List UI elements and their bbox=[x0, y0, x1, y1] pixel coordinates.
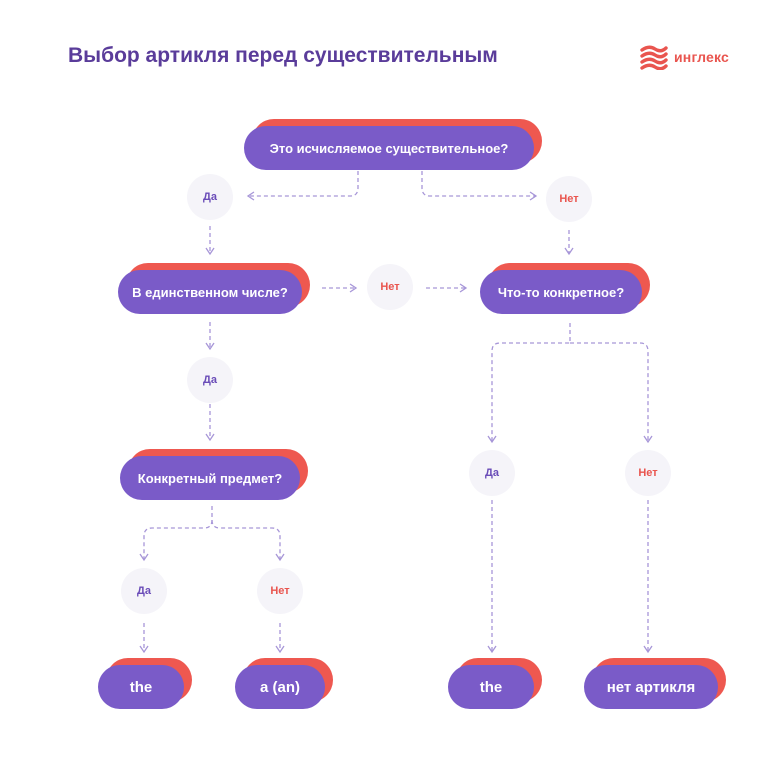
answer-object-yes: Да bbox=[121, 568, 167, 614]
result-the-right-label: the bbox=[479, 678, 503, 696]
answer-countable-no: Нет bbox=[546, 176, 592, 222]
answer-countable-yes: Да bbox=[187, 174, 233, 220]
page-title: Выбор артикля перед существительным bbox=[68, 44, 498, 67]
result-no-article: нет артикля bbox=[584, 665, 718, 709]
edge-object-yes bbox=[139, 506, 213, 562]
answer-object-no: Нет bbox=[257, 568, 303, 614]
question-something-specific-label: Что-то конкретное? bbox=[497, 284, 625, 300]
logo: инглекс bbox=[640, 44, 729, 70]
result-the-left-label: the bbox=[129, 678, 153, 696]
question-countable-label: Это исчисляемое существительное? bbox=[269, 140, 509, 156]
answer-singular-no: Нет bbox=[367, 264, 413, 310]
edge-specific-no bbox=[570, 342, 653, 444]
question-singular: В единственном числе? bbox=[118, 270, 302, 314]
result-a-an: a (an) bbox=[235, 665, 325, 709]
result-the-right: the bbox=[448, 665, 534, 709]
result-the-left: the bbox=[98, 665, 184, 709]
logo-text: инглекс bbox=[674, 49, 730, 65]
edge-countable-yes bbox=[246, 171, 359, 201]
answer-specific-no: Нет bbox=[625, 450, 671, 496]
result-no-article-label: нет артикля bbox=[606, 678, 696, 696]
question-specific-object: Конкретный предмет? bbox=[120, 456, 300, 500]
answer-specific-yes: Да bbox=[469, 450, 515, 496]
result-a-an-label: a (an) bbox=[259, 678, 300, 696]
edge-specific-yes bbox=[487, 323, 571, 444]
question-specific-object-label: Конкретный предмет? bbox=[137, 470, 283, 486]
edge-object-no bbox=[211, 519, 285, 562]
question-something-specific: Что-то конкретное? bbox=[480, 270, 642, 314]
question-countable: Это исчисляемое существительное? bbox=[244, 126, 534, 170]
question-singular-label: В единственном числе? bbox=[132, 284, 288, 300]
edge-countable-no bbox=[421, 171, 538, 201]
inglex-flag-icon bbox=[640, 45, 668, 70]
answer-singular-yes: Да bbox=[187, 357, 233, 403]
